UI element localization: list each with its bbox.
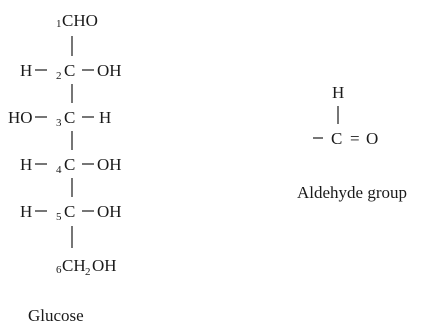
c6-oh-group: OH	[92, 256, 117, 275]
c6-number: 6	[56, 264, 62, 276]
c6-ch-group: CH	[62, 256, 86, 275]
c1-number: 1	[56, 18, 62, 30]
glucose-structure: 1 CHO H 2 C OH HO 3 C H H 4 C OH H 5 C O…	[8, 11, 122, 324]
c5-carbon: C	[64, 202, 75, 221]
aldehyde-caption: Aldehyde group	[297, 183, 407, 202]
aldehyde-double-bond: =	[350, 129, 360, 148]
c6-subscript: 2	[85, 266, 91, 278]
aldehyde-structure: H C = O Aldehyde group	[297, 83, 407, 202]
glucose-caption: Glucose	[28, 306, 84, 324]
c4-right-substituent: OH	[97, 155, 122, 174]
c3-carbon: C	[64, 108, 75, 127]
c5-left-substituent: H	[20, 202, 32, 221]
aldehyde-carbon: C	[331, 129, 342, 148]
c4-number: 4	[56, 164, 62, 176]
aldehyde-oxygen: O	[366, 129, 378, 148]
c3-right-substituent: H	[99, 108, 111, 127]
c5-right-substituent: OH	[97, 202, 122, 221]
aldehyde-hydrogen: H	[332, 83, 344, 102]
c4-carbon: C	[64, 155, 75, 174]
c2-right-substituent: OH	[97, 61, 122, 80]
c2-left-substituent: H	[20, 61, 32, 80]
c2-carbon: C	[64, 61, 75, 80]
c3-left-substituent: HO	[8, 108, 33, 127]
c1-aldehyde-group: CHO	[62, 11, 98, 30]
c5-number: 5	[56, 211, 62, 223]
c4-left-substituent: H	[20, 155, 32, 174]
c3-number: 3	[56, 117, 62, 129]
c2-number: 2	[56, 70, 62, 82]
